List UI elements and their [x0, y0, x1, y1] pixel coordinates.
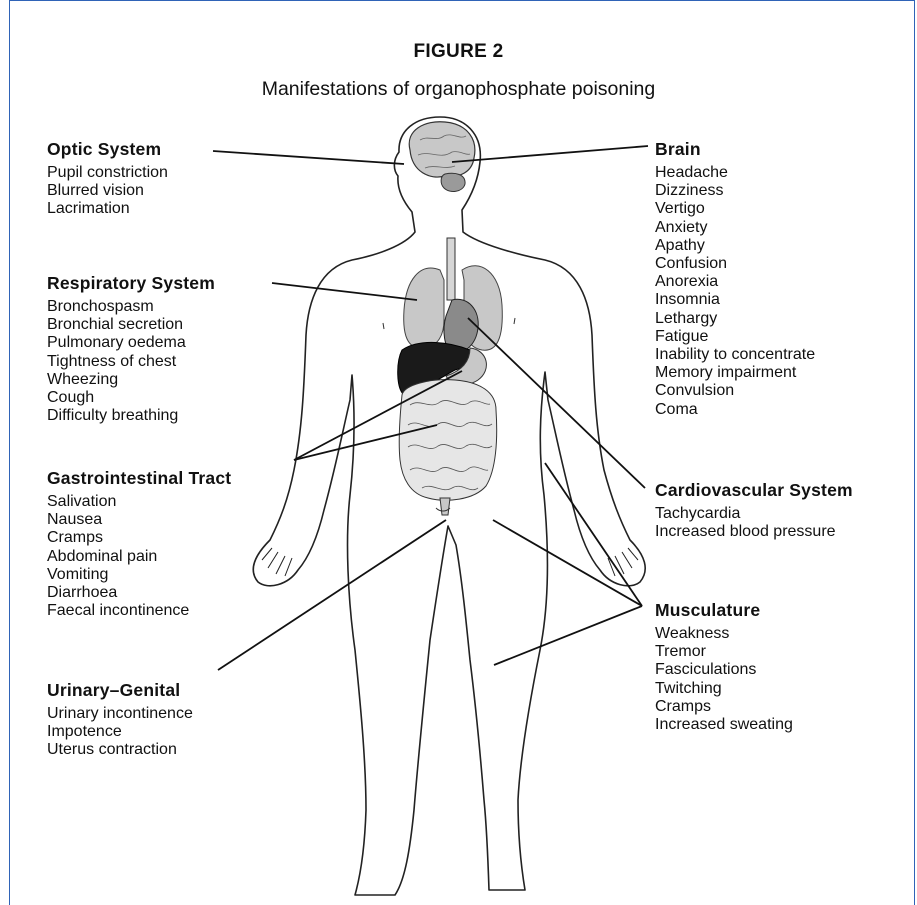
group-urinary-genital: Urinary–Genital Urinary incontinence Imp… — [47, 680, 193, 760]
symptom: Twitching — [655, 680, 793, 698]
symptom: Increased blood pressure — [655, 523, 853, 541]
right-hand-fingers — [262, 548, 292, 576]
leader-optic — [213, 151, 404, 164]
leader-resp — [272, 283, 417, 300]
symptom: Anxiety — [655, 219, 815, 237]
symptom: Wheezing — [47, 371, 215, 389]
symptom: Anorexia — [655, 273, 815, 291]
symptom: Tremor — [655, 643, 793, 661]
symptom: Urinary incontinence — [47, 705, 193, 723]
symptom-list: Bronchospasm Bronchial secretion Pulmona… — [47, 298, 215, 425]
brain-shape — [409, 122, 475, 177]
group-optic-system: Optic System Pupil constriction Blurred … — [47, 139, 168, 219]
trachea-shape — [447, 238, 455, 300]
symptom: Pulmonary oedema — [47, 334, 215, 352]
group-title: Urinary–Genital — [47, 680, 193, 700]
rectum-shape — [440, 498, 450, 515]
symptom: Diarrhoea — [47, 584, 231, 602]
symptom: Apathy — [655, 237, 815, 255]
symptom: Vertigo — [655, 200, 815, 218]
intestines-shape — [399, 380, 497, 501]
symptom: Tachycardia — [655, 505, 853, 523]
symptom-list: Pupil constriction Blurred vision Lacrim… — [47, 164, 168, 219]
symptom: Bronchospasm — [47, 298, 215, 316]
symptom: Abdominal pain — [47, 548, 231, 566]
symptom: Memory impairment — [655, 364, 815, 382]
symptom: Faecal incontinence — [47, 602, 231, 620]
left-lung-shape — [404, 268, 444, 348]
symptom: Confusion — [655, 255, 815, 273]
group-title: Respiratory System — [47, 273, 215, 293]
symptom-list: Weakness Tremor Fasciculations Twitching… — [655, 625, 793, 734]
leader-urinary — [218, 520, 446, 670]
group-title: Cardiovascular System — [655, 480, 853, 500]
symptom-list: Tachycardia Increased blood pressure — [655, 505, 853, 541]
symptom: Salivation — [47, 493, 231, 511]
symptom: Lacrimation — [47, 200, 168, 218]
group-title: Gastrointestinal Tract — [47, 468, 231, 488]
symptom: Cramps — [47, 529, 231, 547]
symptom-list: Salivation Nausea Cramps Abdominal pain … — [47, 493, 231, 620]
symptom: Vomiting — [47, 566, 231, 584]
group-respiratory-system: Respiratory System Bronchospasm Bronchia… — [47, 273, 215, 425]
leader-musc-2 — [493, 520, 642, 606]
symptom: Impotence — [47, 723, 193, 741]
cerebellum-shape — [441, 173, 465, 191]
symptom: Convulsion — [655, 382, 815, 400]
symptom: Weakness — [655, 625, 793, 643]
symptom: Fatigue — [655, 328, 815, 346]
symptom: Inability to concentrate — [655, 346, 815, 364]
symptom: Difficulty breathing — [47, 407, 215, 425]
symptom-list: Headache Dizziness Vertigo Anxiety Apath… — [655, 164, 815, 419]
leader-musc-3 — [494, 606, 642, 665]
symptom: Pupil constriction — [47, 164, 168, 182]
symptom: Cough — [47, 389, 215, 407]
symptom: Insomnia — [655, 291, 815, 309]
symptom-list: Urinary incontinence Impotence Uterus co… — [47, 705, 193, 760]
symptom: Uterus contraction — [47, 741, 193, 759]
symptom: Cramps — [655, 698, 793, 716]
leader-brain — [452, 146, 648, 162]
symptom: Dizziness — [655, 182, 815, 200]
group-gastrointestinal-tract: Gastrointestinal Tract Salivation Nausea… — [47, 468, 231, 620]
symptom: Increased sweating — [655, 716, 793, 734]
group-title: Brain — [655, 139, 815, 159]
group-title: Musculature — [655, 600, 793, 620]
symptom: Lethargy — [655, 310, 815, 328]
group-brain: Brain Headache Dizziness Vertigo Anxiety… — [655, 139, 815, 419]
symptom: Nausea — [47, 511, 231, 529]
symptom: Fasciculations — [655, 661, 793, 679]
group-musculature: Musculature Weakness Tremor Fasciculatio… — [655, 600, 793, 734]
symptom: Coma — [655, 401, 815, 419]
symptom: Tightness of chest — [47, 353, 215, 371]
group-cardiovascular-system: Cardiovascular System Tachycardia Increa… — [655, 480, 853, 541]
symptom: Blurred vision — [47, 182, 168, 200]
group-title: Optic System — [47, 139, 168, 159]
symptom: Bronchial secretion — [47, 316, 215, 334]
symptom: Headache — [655, 164, 815, 182]
